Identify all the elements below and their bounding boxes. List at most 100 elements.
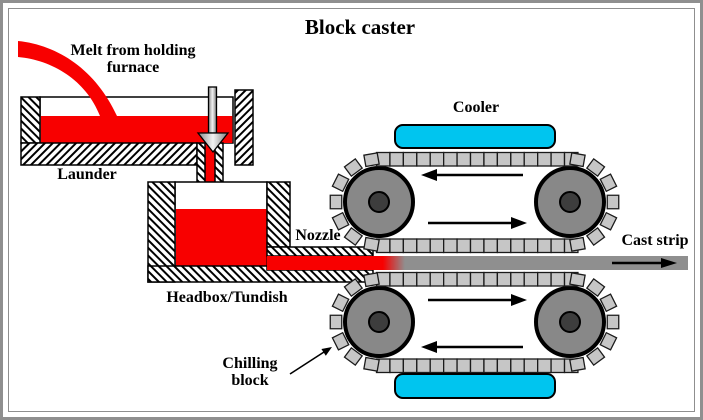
launder-bottom bbox=[20, 142, 198, 166]
launder-label: Launder bbox=[57, 166, 117, 183]
chilling-block bbox=[585, 157, 606, 178]
chilling-block bbox=[599, 331, 618, 351]
chilling-block bbox=[496, 238, 512, 254]
chilling-block bbox=[599, 211, 618, 231]
chilling-block bbox=[456, 358, 472, 374]
chilling-block bbox=[429, 238, 445, 254]
chilling-block bbox=[537, 271, 552, 287]
chilling-block bbox=[483, 271, 499, 287]
chilling-block bbox=[402, 151, 418, 167]
melt-label: Melt from holding furnace bbox=[54, 42, 212, 76]
cast-strip-direction-arrow bbox=[612, 258, 677, 268]
chilling-block bbox=[510, 358, 525, 374]
chilling-block bbox=[429, 271, 445, 287]
chilling-block bbox=[510, 151, 525, 167]
chilling-block bbox=[585, 226, 606, 247]
chilling-block bbox=[510, 238, 525, 254]
chilling-block bbox=[483, 151, 499, 167]
chilling-block bbox=[496, 358, 512, 374]
wheel-upper-right bbox=[534, 166, 606, 238]
chilling-block bbox=[523, 271, 539, 287]
chilling-block bbox=[523, 358, 539, 374]
chilling-block bbox=[469, 271, 485, 287]
chilling-block bbox=[537, 238, 552, 254]
chilling-block bbox=[550, 271, 566, 287]
melt-stream bbox=[18, 41, 117, 116]
chilling-block bbox=[483, 238, 499, 254]
chilling-block bbox=[496, 271, 512, 287]
headbox-label: Headbox/Tundish bbox=[166, 289, 288, 306]
chilling-block bbox=[537, 358, 552, 374]
chilling-block bbox=[469, 358, 485, 374]
pour-channel-melt bbox=[205, 143, 215, 212]
chilling-block bbox=[606, 314, 620, 330]
chilling-block bbox=[442, 271, 458, 287]
chilling-label-line1: Chilling bbox=[222, 355, 278, 372]
chilling-block bbox=[331, 331, 350, 351]
melt-label-line1: Melt from holding bbox=[70, 42, 196, 59]
chilling-block bbox=[550, 238, 566, 254]
chilling-block bbox=[469, 151, 485, 167]
belt-arrow-upper-top-left bbox=[421, 169, 523, 181]
chilling-block bbox=[363, 152, 380, 168]
chilling-block bbox=[599, 293, 618, 313]
chilling-block bbox=[585, 277, 606, 298]
launder bbox=[18, 41, 254, 213]
chilling-block bbox=[456, 151, 472, 167]
chilling-block bbox=[550, 358, 566, 374]
diagram-canvas bbox=[18, 41, 688, 399]
chilling-block bbox=[389, 358, 405, 374]
chilling-block bbox=[363, 236, 380, 252]
cooler-top bbox=[394, 124, 556, 149]
cast-strip-label: Cast strip bbox=[621, 232, 689, 249]
chilling-block bbox=[429, 358, 445, 374]
chilling-block bbox=[442, 358, 458, 374]
chilling-block bbox=[402, 358, 418, 374]
chilling-block bbox=[389, 151, 405, 167]
chilling-block bbox=[569, 272, 586, 288]
chilling-block bbox=[402, 271, 418, 287]
chilling-block bbox=[363, 356, 380, 372]
chilling-block bbox=[343, 157, 364, 178]
chilling-block-label: Chilling block bbox=[209, 355, 291, 389]
diagram-title: Block caster bbox=[304, 15, 416, 39]
headbox-melt-pool bbox=[176, 209, 267, 266]
chilling-label-line2: block bbox=[231, 372, 269, 389]
track-wheels bbox=[343, 166, 606, 358]
chilling-block bbox=[599, 173, 618, 193]
chilling-block bbox=[569, 236, 586, 252]
melt-label-line2: furnace bbox=[106, 59, 160, 76]
chilling-block bbox=[456, 238, 472, 254]
chilling-block bbox=[343, 277, 364, 298]
chilling-block bbox=[331, 293, 350, 313]
chilling-block bbox=[416, 238, 431, 254]
chilling-block bbox=[523, 238, 539, 254]
chilling-block bbox=[569, 152, 586, 168]
chilling-block-pointer-arrow bbox=[289, 347, 332, 375]
chilling-block bbox=[569, 356, 586, 372]
chilling-block bbox=[329, 314, 343, 330]
chilling-block bbox=[469, 238, 485, 254]
nozzle-top-bar bbox=[266, 246, 374, 257]
chilling-block bbox=[442, 238, 458, 254]
chilling-block bbox=[523, 151, 539, 167]
chilling-block bbox=[416, 358, 431, 374]
chilling-block bbox=[343, 226, 364, 247]
belt-arrow-lower-bottom-left bbox=[421, 341, 523, 353]
chilling-block bbox=[442, 151, 458, 167]
chilling-block bbox=[331, 211, 350, 231]
chilling-block bbox=[402, 238, 418, 254]
chilling-block bbox=[429, 151, 445, 167]
chilling-block bbox=[606, 194, 620, 210]
launder-melt-pool bbox=[40, 116, 233, 143]
launder-left-wall bbox=[20, 96, 41, 144]
chilling-block bbox=[329, 194, 343, 210]
chilling-block bbox=[537, 151, 552, 167]
belt-arrow-upper-bottom-right bbox=[428, 217, 527, 229]
chilling-block bbox=[343, 346, 364, 367]
cooler-bottom bbox=[394, 373, 556, 399]
chilling-block bbox=[550, 151, 566, 167]
chilling-block bbox=[363, 272, 380, 288]
chilling-block bbox=[389, 238, 405, 254]
